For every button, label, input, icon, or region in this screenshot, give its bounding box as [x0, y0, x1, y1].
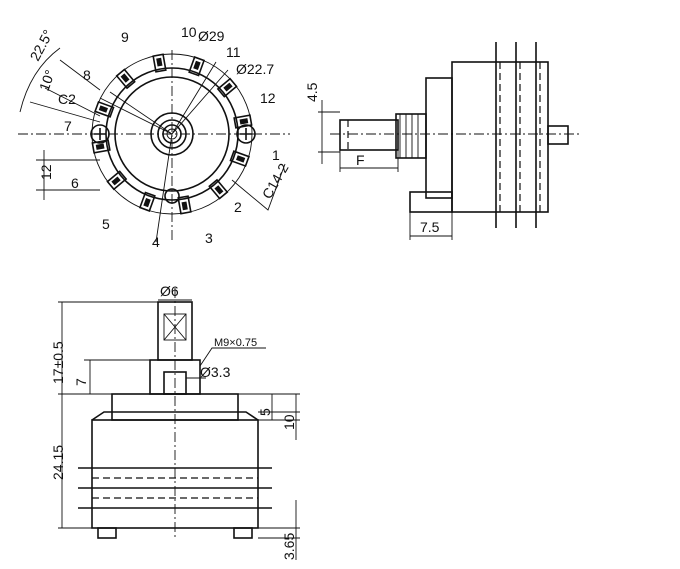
terminal-8-label: 8	[83, 67, 91, 83]
terminal-lug	[94, 100, 115, 118]
dim-24-15-label: 24.15	[50, 445, 66, 480]
side-locating-tab	[409, 191, 453, 213]
dia-22-7-label: Ø22.7	[236, 61, 274, 77]
height-12-label: 12	[38, 164, 54, 180]
dim-4-5-label: 4.5	[304, 82, 320, 102]
dia-3-3-label: Ø3.3	[200, 364, 231, 380]
terminal-12-label: 12	[260, 90, 276, 106]
terminal-lug	[106, 170, 128, 191]
terminal-5-label: 5	[102, 216, 110, 232]
dim-7-5-label: 7.5	[420, 219, 440, 235]
dia-29-label: Ø29	[198, 28, 225, 44]
side-bushing	[395, 113, 427, 159]
dim-10-label: 10	[281, 414, 297, 430]
dim-7-label: 7	[73, 378, 89, 386]
terminal-lugs	[91, 53, 253, 215]
terminal-9-label: 9	[121, 29, 129, 45]
terminal-lug	[233, 114, 253, 129]
dia-6-label: Ø6	[160, 283, 179, 299]
terminal-4-label: 4	[152, 234, 160, 250]
bottom-view: Ø6 M9×0.75 Ø3.3 17±0.5 7 5 10 24.15 3.65	[50, 283, 300, 560]
side-view: 4.5 F 7.5	[304, 42, 580, 240]
dim-5-label: 5	[257, 408, 273, 416]
terminal-1-label: 1	[272, 147, 280, 163]
terminal-lug	[115, 68, 136, 90]
terminal-7-label: 7	[64, 118, 72, 134]
c14-2-label: C14-2	[259, 160, 292, 201]
terminal-lug	[188, 56, 206, 77]
side-shaft	[339, 119, 399, 151]
front-view: 22.5° 10° Ø29 Ø22.7 12 C2 C14-2 1 2 3 4 …	[18, 24, 292, 250]
terminal-lug	[208, 178, 229, 200]
side-rear-shaft	[547, 125, 569, 145]
terminal-6-label: 6	[71, 175, 79, 191]
terminal-lug	[177, 195, 192, 215]
terminal-lug	[91, 139, 111, 154]
c2-label: C2	[58, 91, 76, 107]
terminal-11-label: 11	[226, 44, 241, 60]
angle-22-5-label: 22.5°	[27, 27, 57, 64]
terminal-lug	[216, 77, 238, 98]
terminal-lug	[138, 191, 156, 212]
dim-f-label: F	[356, 152, 365, 168]
terminal-3-label: 3	[205, 230, 213, 246]
angle-10-label: 10°	[36, 68, 58, 93]
thread-label: M9×0.75	[214, 337, 257, 349]
terminal-10-label: 10	[181, 24, 197, 40]
terminal-2-label: 2	[234, 199, 242, 215]
dim-17-label: 17±0.5	[50, 341, 66, 384]
terminal-lug	[152, 53, 167, 73]
side-mount-plate	[425, 77, 453, 199]
terminal-lug	[229, 150, 250, 168]
dim-3-65-label: 3.65	[281, 533, 297, 560]
